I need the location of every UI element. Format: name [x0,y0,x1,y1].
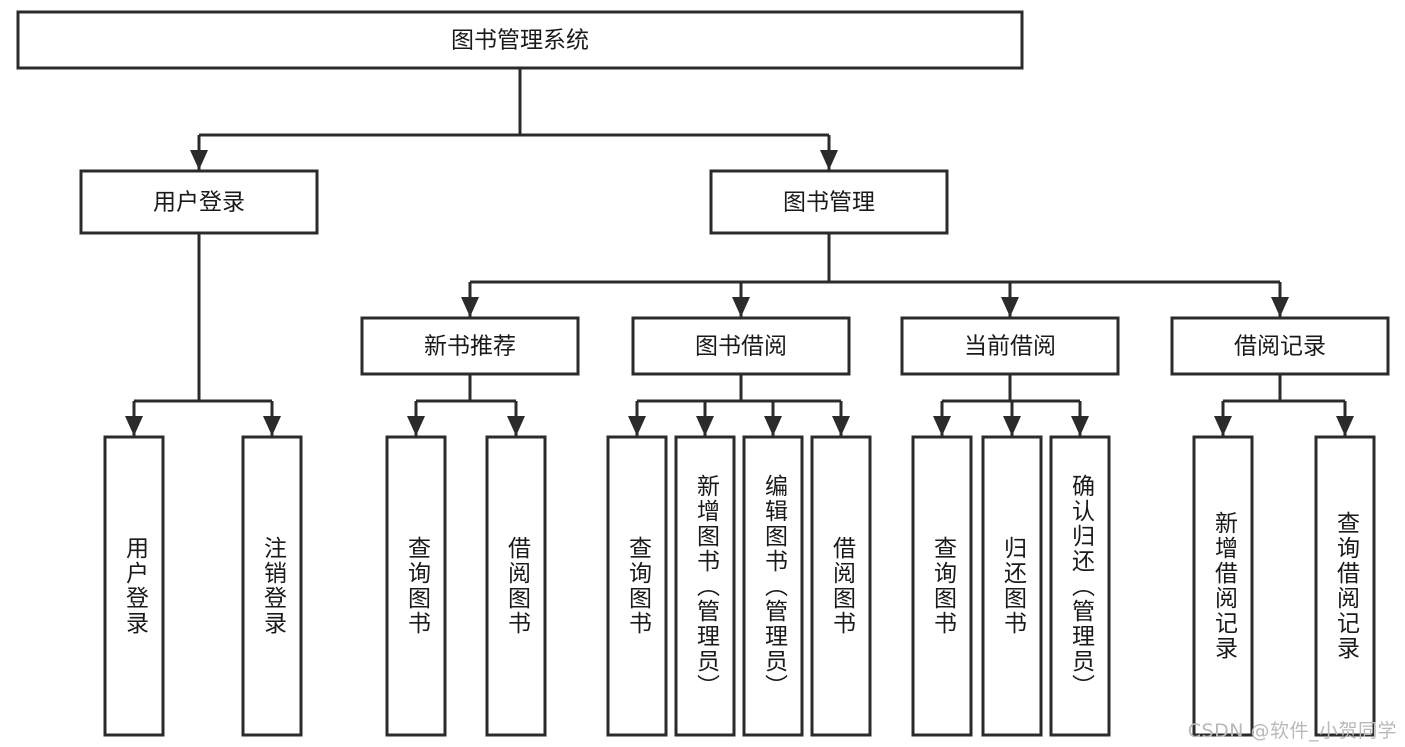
node-leaf-query-book-3[interactable] [911,435,973,737]
node-leaf-query-book-1[interactable] [385,435,447,737]
node-leaf-edit-book[interactable] [742,435,804,737]
connector-group-root [190,68,838,170]
node-book-manage[interactable]: 图书管理 [709,169,949,235]
watermark-text: CSDN @软件_小贺同学 [1187,720,1397,742]
node-label: 用户登录 [153,190,245,216]
connector-group-new-book-rec [407,374,525,436]
node-current-borrow[interactable]: 当前借阅 [900,316,1120,376]
node-user-login[interactable]: 用户登录 [79,169,319,235]
node-leaf-add-book[interactable] [674,435,736,737]
node-label: 新书推荐 [424,334,516,360]
node-label: 图书管理系统 [451,28,589,54]
node-root[interactable]: 图书管理系统 [16,10,1024,70]
node-label: 借阅记录 [1234,334,1326,360]
connector-group-book-borrow [628,374,850,436]
connector-group-current-borrow [933,374,1089,436]
node-label: 图书管理 [783,190,875,216]
node-leaf-add-record[interactable] [1192,435,1254,737]
node-new-book-rec[interactable]: 新书推荐 [360,316,580,376]
node-borrow-record[interactable]: 借阅记录 [1170,316,1390,376]
node-label: 图书借阅 [695,334,787,360]
node-leaf-return-book[interactable] [981,435,1043,737]
node-leaf-borrow-book-2[interactable] [810,435,872,737]
edges-layer [125,68,1354,436]
node-leaf-confirm-return[interactable] [1049,435,1111,737]
node-leaf-query-book-2[interactable] [606,435,668,737]
node-leaf-borrow-book-1[interactable] [485,435,547,737]
connector-group-book-manage [461,233,1289,317]
node-label: 当前借阅 [964,334,1056,360]
node-leaf-query-record[interactable] [1314,435,1376,737]
node-leaf-user-logout[interactable] [241,435,303,737]
connector-group-borrow-record [1214,374,1354,436]
connector-group-user-login [125,233,281,436]
node-leaf-user-login[interactable] [103,435,165,737]
node-book-borrow[interactable]: 图书借阅 [631,316,851,376]
